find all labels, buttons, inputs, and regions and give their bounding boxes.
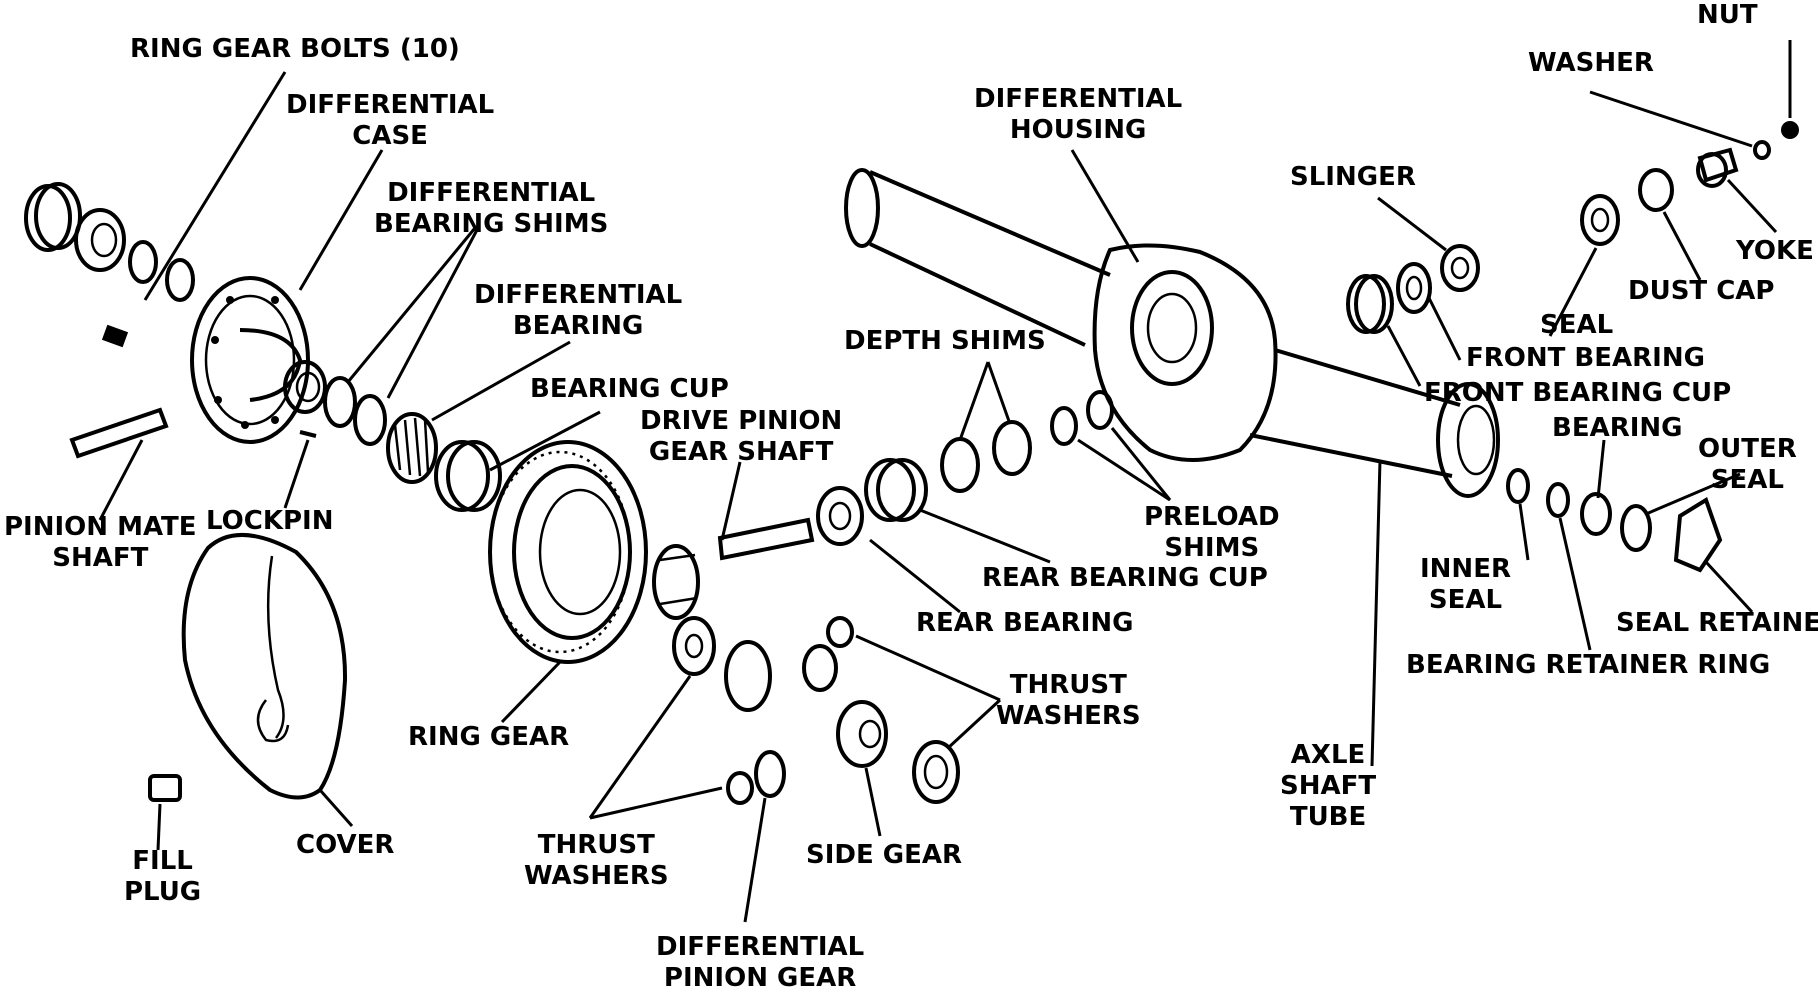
dust-cap-label: DUST CAP [1628,276,1775,306]
cover-label: COVER [296,830,395,860]
fill-plug-part [148,774,182,802]
seal-retainer-part [1673,496,1723,573]
ring-gear-bolt-part [101,324,129,348]
right-thrust-washer-part [912,740,960,804]
bearing-retainer-ring-label: BEARING RETAINER RING [1406,650,1771,680]
bearing-retainer-ring-part [1546,482,1570,518]
nut-part [1781,121,1799,139]
bearing-cup-part [434,440,502,512]
washer-part [1753,140,1771,160]
front-bearing-part [1396,262,1432,314]
cover-part [181,532,348,800]
slinger-part [1440,244,1480,292]
differential-bearing-shims-part [323,376,387,446]
left-thrust-washer-part [672,616,716,676]
inner-seal-part [1506,468,1530,504]
ring-gear-part [488,440,648,664]
rear-bearing-cup-part [864,458,928,522]
washer-label: WASHER [1528,48,1654,78]
differential-bearing-part [386,412,438,484]
bearing-cup-label: BEARING CUP [530,374,729,404]
side-gear-label: SIDE GEAR [806,840,963,870]
left-differential-bearing-part [74,208,126,272]
front-bearing-cup-label: FRONT BEARING CUP [1424,378,1732,408]
outer-seal-part [1620,504,1652,552]
ring-gear-bolts-label: RING GEAR BOLTS (10) [130,34,460,64]
seal-retainer-label: SEAL RETAINER [1616,608,1818,638]
yoke-label: YOKE [1736,236,1814,266]
differential-case-part [190,276,327,444]
leader-lines [98,40,1792,923]
depth-shims-part [940,420,1032,493]
lockpin-part [299,430,317,438]
front-bearing-label: FRONT BEARING [1466,343,1705,373]
seal-label: SEAL [1540,310,1614,340]
rear-bearing-part [816,486,864,546]
side-gear-part [836,700,888,768]
bearing-label: BEARING [1552,413,1683,443]
left-shim-2-part [165,258,195,302]
dust-cap-part [1638,168,1674,212]
rear-bearing-cup-label: REAR BEARING CUP [982,563,1268,593]
differential-housing-part [844,168,1500,498]
front-bearing-cup-part [1346,274,1394,334]
ring-gear-label: RING GEAR [408,722,570,752]
bearing-part [1580,492,1612,536]
rear-bearing-label: REAR BEARING [916,608,1134,638]
lockpin-label: LOCKPIN [206,506,334,536]
drive-pinion-gear-shaft-part [652,517,815,620]
pinion-mate-shaft-part [69,407,169,459]
slinger-label: SLINGER [1290,162,1416,192]
yoke-part [1696,147,1739,188]
left-shim-1-part [128,240,158,284]
nut-label: NUT [1697,0,1758,30]
differential-pinion-gears-part [724,640,838,798]
small-thrust-washers-part [726,616,854,805]
seal-part [1580,194,1620,246]
left-bearing-cup-part [24,182,82,252]
preload-shims-part [1050,390,1114,446]
depth-shims-label: DEPTH SHIMS [844,326,1046,356]
